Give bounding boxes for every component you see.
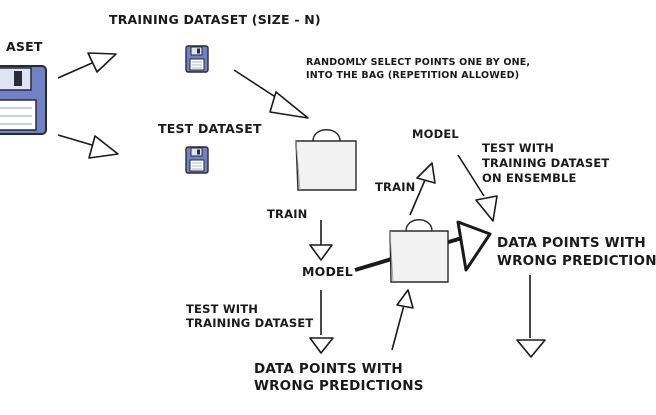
arrow-icon <box>87 52 117 73</box>
bag-2-shopping-bag-icon <box>389 219 449 283</box>
arrow-icon <box>516 339 546 358</box>
wrong-predictions-1-line2: WRONG PREDICTIONS <box>254 378 424 394</box>
test-ensemble-label-line2: TRAINING DATASET <box>482 156 610 170</box>
arrow-icon <box>88 135 119 159</box>
arrow-icon <box>269 91 309 119</box>
test-dataset-floppy-icon <box>185 146 209 174</box>
test-ensemble-label-line1: TEST WITH <box>482 141 555 155</box>
model-label-2: MODEL <box>412 127 459 141</box>
main-dataset-floppy-icon <box>0 65 47 135</box>
arrow-icon <box>309 337 334 354</box>
model-label-1: MODEL <box>302 264 353 279</box>
wrong-predictions-2-line2: WRONG PREDICTIONS <box>497 253 656 269</box>
test-with-training-label-line2: TRAINING DATASET <box>186 316 314 330</box>
arrow-icon <box>309 244 333 261</box>
arrow-icon <box>475 195 498 222</box>
training-dataset-floppy-icon <box>185 45 209 73</box>
train-label-1: TRAIN <box>267 207 308 221</box>
training-dataset-label: TRAINING DATASET (SIZE - N) <box>109 12 321 27</box>
test-dataset-label: TEST DATASET <box>158 121 262 136</box>
arrow-icon <box>416 162 436 184</box>
wrong-predictions-1-line1: DATA POINTS WITH <box>254 361 403 377</box>
test-ensemble-label-line3: ON ENSEMBLE <box>482 171 577 185</box>
dataset-label: ASET <box>6 39 43 54</box>
test-with-training-label-line1: TEST WITH <box>186 302 259 316</box>
wrong-predictions-2-line1: DATA POINTS WITH <box>497 235 646 251</box>
bag-1-shopping-bag-icon <box>295 129 357 191</box>
random-select-label-line1: RANDOMLY SELECT POINTS ONE BY ONE, <box>306 57 531 68</box>
train-label-2: TRAIN <box>375 180 416 194</box>
arrow-icon <box>396 289 414 309</box>
random-select-label-line2: INTO THE BAG (REPETITION ALLOWED) <box>306 70 520 81</box>
